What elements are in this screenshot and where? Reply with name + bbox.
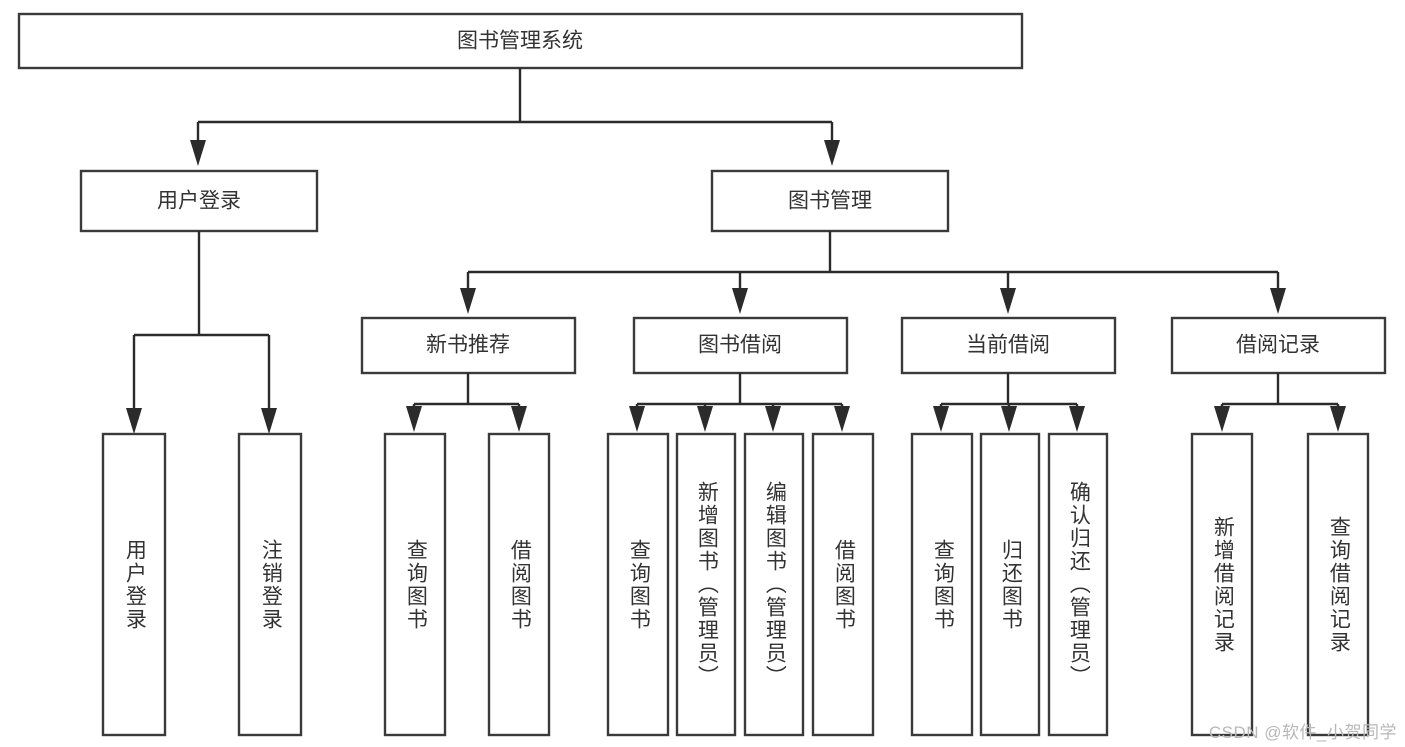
arrow-head-icon [732, 288, 748, 314]
node-book-manage[interactable]: 图书管理 [710, 169, 950, 233]
connector-new-book-recommend-to-leaves [406, 373, 527, 432]
node-new-book-recommend-box [360, 316, 577, 375]
node-book-borrow[interactable]: 图书借阅 [632, 316, 849, 375]
leaf-borrow-book-2-box[interactable] [811, 432, 875, 737]
arrow-head-icon [406, 406, 422, 432]
node-user-login-box [79, 169, 319, 233]
leaf-confirm-return-box[interactable] [1047, 432, 1109, 737]
arrow-head-icon [190, 140, 206, 166]
connector-current-borrow-to-leaves [933, 373, 1085, 432]
leaf-query-book-2-box[interactable] [606, 432, 670, 737]
node-user-login-label: 用户登录 [157, 190, 241, 213]
leaf-borrow-book-1-box[interactable] [487, 432, 551, 737]
node-root[interactable]: 图书管理系统 [17, 12, 1024, 70]
connector-borrow-record-to-leaves [1214, 373, 1346, 432]
arrow-head-icon [460, 288, 476, 314]
leaf-user-logout-box[interactable] [237, 432, 303, 737]
leaf-user-login-box[interactable] [101, 432, 167, 737]
node-current-borrow[interactable]: 当前借阅 [900, 316, 1117, 375]
node-book-borrow-label: 图书借阅 [698, 334, 782, 357]
arrow-head-icon [697, 406, 713, 432]
arrow-head-icon [1270, 288, 1286, 314]
node-borrow-record-label: 借阅记录 [1236, 334, 1320, 357]
arrow-head-icon [824, 140, 840, 166]
arrow-head-icon [1069, 406, 1085, 432]
connector-book-manage-to-level3 [460, 231, 1286, 314]
arrow-head-icon [1001, 406, 1017, 432]
connector-book-borrow-to-leaves [629, 373, 850, 432]
node-current-borrow-label: 当前借阅 [966, 334, 1050, 357]
leaf-add-book-box[interactable] [675, 432, 737, 737]
arrow-head-icon [933, 406, 949, 432]
connector-user-login-to-leaves [126, 231, 277, 434]
arrow-head-icon [511, 406, 527, 432]
leaf-add-record-box[interactable] [1190, 432, 1254, 737]
arrow-head-icon [834, 406, 850, 432]
leaf-query-book-3-box[interactable] [910, 432, 974, 737]
leaf-return-book-box[interactable] [979, 432, 1041, 737]
node-book-manage-label: 图书管理 [788, 190, 872, 213]
arrow-head-icon [629, 406, 645, 432]
arrow-head-icon [1000, 288, 1016, 314]
leaf-query-record-box[interactable] [1306, 432, 1370, 737]
node-new-book-recommend[interactable]: 新书推荐 [360, 316, 577, 375]
leaf-query-book-1-box[interactable] [383, 432, 447, 737]
node-root-label: 图书管理系统 [457, 30, 583, 53]
node-new-book-recommend-label: 新书推荐 [426, 334, 510, 357]
arrow-head-icon [1214, 406, 1230, 432]
csdn-watermark: CSDN @软件_小贺同学 [1208, 723, 1397, 742]
node-root-box [17, 12, 1024, 70]
arrow-head-icon [261, 408, 277, 434]
node-borrow-record[interactable]: 借阅记录 [1170, 316, 1387, 375]
arrow-head-icon [1330, 406, 1346, 432]
arrow-head-icon [765, 406, 781, 432]
connector-root-to-level2 [190, 68, 840, 166]
arrow-head-icon [126, 408, 142, 434]
node-user-login[interactable]: 用户登录 [79, 169, 319, 233]
leaf-edit-book-box[interactable] [743, 432, 805, 737]
node-current-borrow-box [900, 316, 1117, 375]
